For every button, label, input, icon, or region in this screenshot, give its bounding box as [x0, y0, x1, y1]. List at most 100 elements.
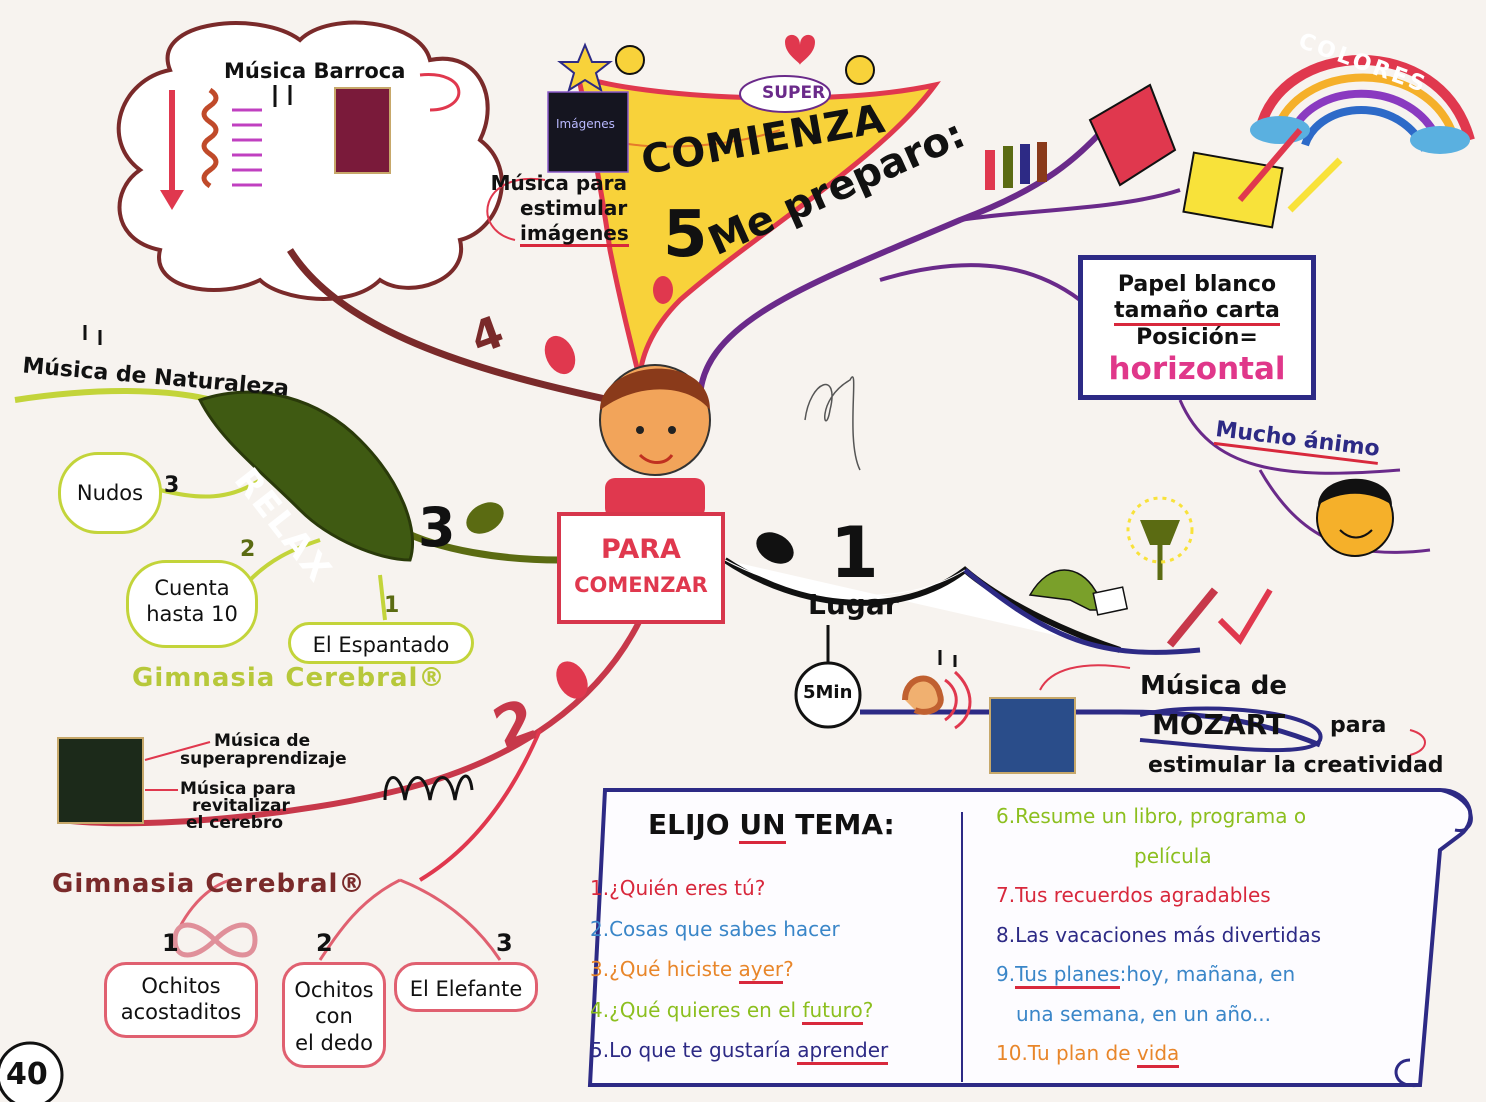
page-number: 40 [6, 1057, 48, 1092]
child-hair [600, 368, 710, 410]
topic-item: 7.Tus recuerdos agradables [996, 883, 1271, 907]
paper-info-box: Papel blanco tamaño carta Posición= hori… [1078, 255, 1316, 400]
five-min-circle [794, 661, 862, 729]
topic-item: 10.Tu plan de vida [996, 1041, 1180, 1068]
page-number-circle [0, 1041, 64, 1102]
thermometer-icon [1166, 587, 1219, 648]
superaprendizaje-line1: Música de [214, 731, 311, 751]
branch-2-sub [418, 729, 542, 882]
relax-leaf [197, 390, 415, 562]
topic-item: una semana, en un año... [1016, 1001, 1272, 1026]
elefante-number: 3 [496, 929, 513, 957]
revitalizar-line1: Música para [180, 779, 296, 799]
superaprendizaje-line2: superaprendizaje [180, 749, 347, 769]
dedo-line1: Ochitos [294, 978, 374, 1002]
star-icon [557, 42, 613, 93]
papel-line4: horizontal [1108, 351, 1286, 388]
cloud-blue [1410, 126, 1470, 154]
topic-item: 9.Tus planes:hoy, mañana, en [996, 962, 1295, 989]
mozart-line [860, 709, 1321, 748]
mozart-line2: MOZART [1152, 708, 1286, 741]
nudos-pill: Nudos [58, 452, 162, 534]
revitalizar-line2: revitalizar [192, 796, 290, 816]
topic-item: 8.Las vacaciones más divertidas [996, 922, 1322, 947]
sign-line2: COMENZAR [574, 573, 708, 597]
branch-me-preparo-sub [959, 188, 1181, 222]
topic-item: 3.¿Qué hiciste ayer? [590, 957, 794, 984]
cuenta-line1: Cuenta [154, 576, 230, 600]
cuenta-pill: Cuenta hasta 10 [126, 560, 258, 648]
branch-me-preparo-line [697, 108, 1123, 401]
super-label: SUPER [762, 83, 826, 103]
nudos-label: Nudos [76, 481, 144, 505]
topic-item: 1.¿Quién eres tú? [590, 876, 766, 900]
mozart-para: para [1330, 713, 1387, 738]
mozart-cd-cover [990, 698, 1075, 773]
rainbow [1255, 55, 1475, 142]
branch-papel-line [879, 263, 1082, 302]
papel-line1: Papel blanco [1117, 272, 1277, 297]
papel-line2: tamaño carta [1114, 298, 1280, 327]
barroca-return-arrow [419, 73, 461, 112]
pencil-icon [1237, 128, 1303, 202]
branch-1-number: 1 [830, 512, 879, 594]
topic-item: 4.¿Qué quieres en el futuro? [590, 997, 873, 1025]
loopy-line [383, 774, 474, 801]
dedo-number: 2 [316, 929, 333, 957]
branch-animo-line [1178, 399, 1401, 475]
barroca-label: Música Barroca [224, 59, 406, 83]
heart-icon [785, 34, 815, 65]
topic-item: 5.Lo que te gustaría aprender [590, 1038, 889, 1065]
dedo-line2: con [315, 1004, 353, 1029]
nudos-number: 3 [164, 473, 180, 498]
gimnasia-label-2: Gimnasia Cerebral® [52, 869, 366, 899]
five-min-label: 5Min [803, 682, 853, 703]
mozart-oval [1139, 706, 1323, 753]
mozart-line1: Música de [1140, 671, 1288, 701]
espantado-number: 1 [384, 593, 400, 618]
imagenes-cd-text: Imágenes [556, 117, 615, 131]
branch-5-number: 5 [663, 198, 708, 272]
mozart-line3: estimular la creatividad [1148, 753, 1444, 778]
scroll-title: ELIJO UN TEMA: [648, 808, 895, 844]
musica-imagenes-line2: estimular [520, 196, 628, 220]
wavy-line-1 [201, 87, 219, 189]
footprint-icon [544, 335, 576, 375]
cuenta-line2: hasta 10 [146, 602, 238, 627]
ochitos-line1: Ochitos [141, 974, 221, 998]
branch-1-line [723, 557, 1121, 653]
musica-imagenes-line1: Música para [490, 171, 627, 195]
branch-2-line [59, 618, 643, 827]
topic-item: película [1134, 843, 1212, 868]
papel-line3: Posición= [1136, 324, 1258, 350]
sign-line1: PARA [601, 534, 681, 565]
ochitos-number: 1 [162, 929, 179, 957]
paper-sheet-icon [1182, 151, 1284, 229]
branch-1-blue [963, 568, 1201, 655]
superaprendizaje-cd-cover [58, 738, 143, 823]
ochitos-pill: Ochitos acostaditos [104, 962, 258, 1038]
revitalizar-line3: el cerebro [186, 813, 284, 833]
musica-imagenes-line3: imágenes [520, 221, 629, 247]
topic-item: 6.Resume un libro, programa o [996, 804, 1307, 828]
ear-icon [902, 675, 944, 715]
topic-item: 2.Cosas que sabes hacer [590, 916, 840, 941]
lightbulb-icon [615, 45, 645, 75]
super-badge [739, 75, 831, 113]
music-note-icon [273, 85, 292, 107]
lugar-label: Lugar [808, 588, 899, 621]
espantado-pill: El Espantado [288, 622, 474, 664]
para-comenzar-sign: PARA COMENZAR [557, 512, 725, 624]
child-body [605, 478, 705, 518]
espantado-label: El Espantado [312, 633, 450, 657]
dedo-pill: Ochitos con el dedo [282, 962, 386, 1068]
gimnasia-label-1: Gimnasia Cerebral® [132, 663, 446, 693]
imagenes-cd-cover [548, 92, 628, 172]
branch-4-line [287, 248, 611, 404]
lamp-icon [1140, 520, 1180, 545]
branch-3-number: 3 [418, 496, 456, 559]
wavy-line-2 [232, 108, 262, 187]
infinity-icon [172, 922, 258, 958]
barroca-cd-cover [335, 88, 390, 173]
